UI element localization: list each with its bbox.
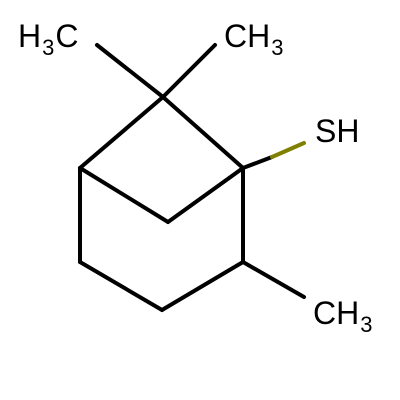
bond-c2-c3 bbox=[161, 95, 245, 170]
methyl-label-top-left: H3C bbox=[18, 18, 79, 59]
bond-c4-c5 bbox=[78, 260, 164, 312]
bond-methyl-bottom bbox=[241, 260, 306, 299]
methyl-top-left-prefix: H bbox=[18, 18, 42, 54]
methyl-bottom-subscript: 3 bbox=[360, 312, 373, 337]
thiol-label: SH bbox=[315, 115, 359, 147]
methyl-top-right-prefix: CH bbox=[224, 18, 271, 54]
methyl-label-bottom: CH3 bbox=[313, 295, 373, 336]
bond-carbon-sulfur-s-half bbox=[270, 141, 306, 159]
bond-c1-c2 bbox=[78, 95, 165, 170]
methyl-top-left-subscript: 3 bbox=[42, 35, 55, 60]
methyl-label-top-right: CH3 bbox=[224, 18, 284, 59]
methyl-bottom-prefix: CH bbox=[313, 295, 360, 331]
bond-c5-c6 bbox=[160, 260, 245, 312]
bond-c1-c7 bbox=[78, 166, 170, 224]
bond-methyl-top-left bbox=[95, 43, 165, 99]
methyl-top-right-subscript: 3 bbox=[271, 35, 284, 60]
methyl-top-left-suffix: C bbox=[55, 18, 79, 54]
thiol-text: SH bbox=[315, 113, 360, 149]
bond-carbon-sulfur-c-half bbox=[241, 155, 274, 170]
bond-methyl-top-right bbox=[161, 43, 217, 99]
bond-c7-c3 bbox=[166, 166, 245, 224]
